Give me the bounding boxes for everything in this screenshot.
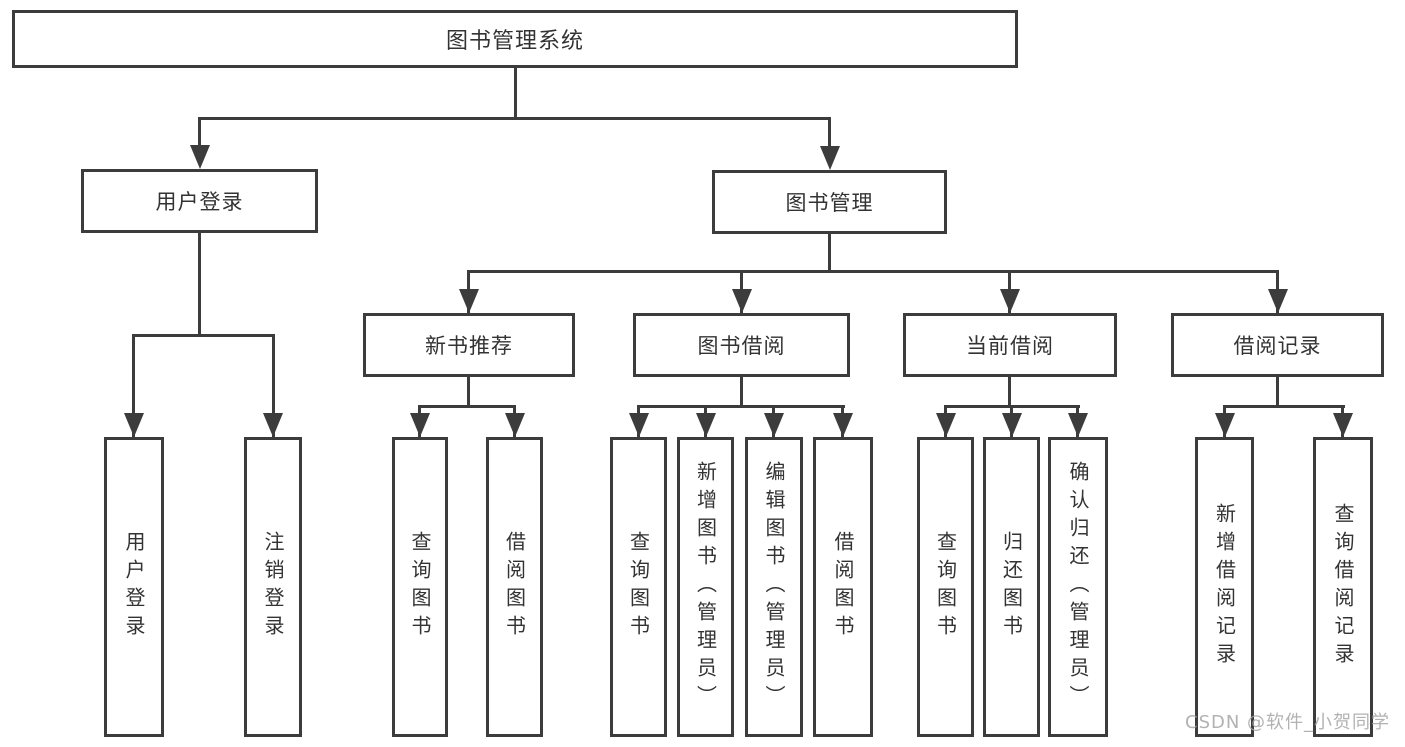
- arrowhead-down-icon: [459, 289, 479, 313]
- arrowhead-down-icon: [1333, 413, 1353, 437]
- arrowhead-down-icon: [124, 413, 144, 437]
- leaf-confirm-return-admin: 确认归还（管理员）: [1048, 437, 1108, 737]
- leaf-add-borrow-record: 新增借阅记录: [1195, 437, 1254, 737]
- node-borrowing-records: 借阅记录: [1171, 313, 1384, 377]
- arrowhead-down-icon: [1000, 289, 1020, 313]
- connector-line: [198, 233, 201, 336]
- arrowhead-down-icon: [833, 413, 853, 437]
- arrowhead-down-icon: [263, 413, 283, 437]
- arrowhead-down-icon: [1002, 413, 1022, 437]
- connector-line: [198, 117, 201, 157]
- connector-line: [1276, 377, 1279, 407]
- connector-line: [1008, 377, 1011, 407]
- watermark: CSDN @软件_小贺同学: [1185, 712, 1391, 733]
- leaf-user-login: 用户登录: [104, 437, 164, 737]
- connector-line: [132, 334, 135, 437]
- leaf-borrow-books-borrowing: 借阅图书: [813, 437, 873, 737]
- node-root-library-management-system: 图书管理系统: [12, 10, 1018, 68]
- connector-line: [637, 405, 845, 408]
- node-book-management: 图书管理: [712, 170, 947, 234]
- connector-line: [514, 67, 517, 119]
- connector-line: [132, 334, 275, 337]
- arrowhead-down-icon: [190, 145, 210, 169]
- leaf-query-borrow-record: 查询借阅记录: [1313, 437, 1373, 737]
- leaf-logout: 注销登录: [244, 437, 302, 737]
- leaf-edit-books-admin: 编辑图书（管理员）: [745, 437, 803, 737]
- leaf-query-books-current: 查询图书: [917, 437, 974, 737]
- arrowhead-down-icon: [629, 413, 649, 437]
- connector-line: [740, 377, 743, 407]
- connector-line: [418, 405, 516, 408]
- arrowhead-down-icon: [696, 413, 716, 437]
- arrowhead-down-icon: [764, 413, 784, 437]
- arrowhead-down-icon: [936, 413, 956, 437]
- leaf-return-books: 归还图书: [983, 437, 1040, 737]
- connector-line: [828, 117, 831, 158]
- node-current-borrowing: 当前借阅: [903, 313, 1117, 377]
- arrowhead-down-icon: [1268, 289, 1288, 313]
- connector-line: [467, 270, 1279, 273]
- leaf-borrow-books-recommend: 借阅图书: [486, 437, 543, 737]
- connector-line: [272, 334, 275, 437]
- arrowhead-down-icon: [820, 146, 840, 170]
- leaf-add-books-admin: 新增图书（管理员）: [677, 437, 734, 737]
- arrowhead-down-icon: [732, 289, 752, 313]
- arrowhead-down-icon: [505, 413, 525, 437]
- leaf-query-books-borrowing: 查询图书: [610, 437, 667, 737]
- connector-line: [198, 117, 831, 120]
- arrowhead-down-icon: [410, 413, 430, 437]
- node-user-login: 用户登录: [81, 169, 318, 233]
- arrowhead-down-icon: [1068, 413, 1088, 437]
- node-book-borrowing: 图书借阅: [633, 313, 850, 377]
- connector-line: [828, 234, 831, 272]
- leaf-query-books-recommend: 查询图书: [392, 437, 448, 737]
- connector-line: [1223, 405, 1345, 408]
- arrowhead-down-icon: [1215, 413, 1235, 437]
- connector-line: [467, 377, 470, 407]
- node-new-book-recommend: 新书推荐: [363, 313, 575, 377]
